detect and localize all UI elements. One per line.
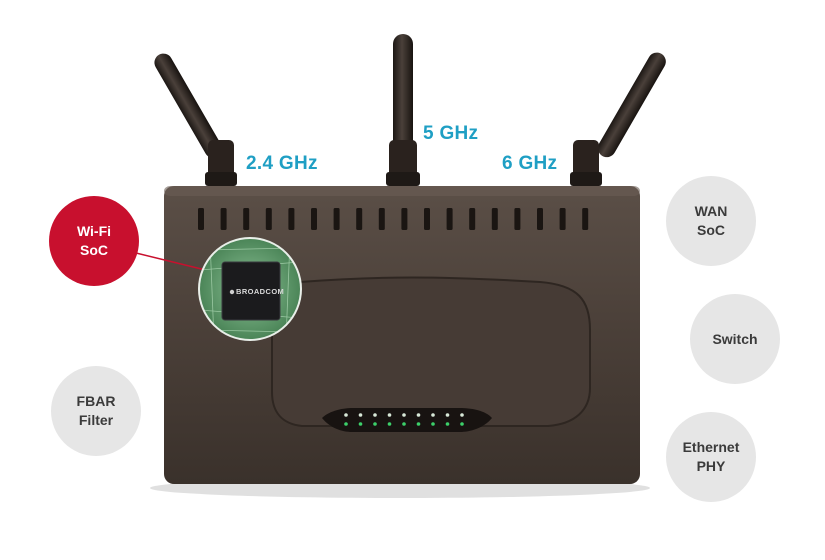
ethernet-line1: Ethernet	[683, 438, 740, 457]
vent-slot	[514, 208, 520, 230]
chip-brand-label: BROADCOM	[236, 287, 284, 296]
vent-slot	[221, 208, 227, 230]
led-light	[388, 422, 392, 426]
led-light	[344, 422, 348, 426]
vent-slot	[469, 208, 475, 230]
led-icon	[431, 413, 435, 417]
led-light	[417, 422, 421, 426]
band-label-5ghz: 5 GHz	[423, 123, 478, 145]
chip-magnifier: BROADCOM	[198, 237, 302, 341]
antenna-right	[570, 49, 669, 186]
ethernet-phy-bubble: Ethernet PHY	[666, 412, 756, 502]
vent-slot	[582, 208, 588, 230]
led-light	[402, 422, 406, 426]
vent-slot	[424, 208, 430, 230]
led-light	[359, 422, 363, 426]
wifi-soc-line1: Wi-Fi	[77, 222, 111, 241]
led-strip	[322, 408, 492, 432]
vent-slot	[537, 208, 543, 230]
vent-slot	[334, 208, 340, 230]
vent-slot	[356, 208, 362, 230]
led-icon	[417, 413, 421, 417]
led-light	[373, 422, 377, 426]
led-icon	[460, 413, 464, 417]
led-light	[446, 422, 450, 426]
fbar-line1: FBAR	[77, 392, 116, 411]
vent-slot	[266, 208, 272, 230]
switch-line1: Switch	[712, 330, 757, 349]
led-icon	[359, 413, 363, 417]
antenna-center	[386, 34, 420, 186]
wifi-soc-bubble: Wi-Fi SoC	[49, 196, 139, 286]
vent-slot	[401, 208, 407, 230]
wan-soc-line1: WAN	[695, 202, 728, 221]
led-icon	[388, 413, 392, 417]
led-light	[460, 422, 464, 426]
led-light	[431, 422, 435, 426]
wan-soc-bubble: WAN SoC	[666, 176, 756, 266]
fbar-line2: Filter	[79, 411, 113, 430]
vent-slot	[288, 208, 294, 230]
ethernet-line2: PHY	[697, 457, 726, 476]
led-icon	[344, 413, 348, 417]
led-icon	[446, 413, 450, 417]
fbar-filter-bubble: FBAR Filter	[51, 366, 141, 456]
vent-slot	[447, 208, 453, 230]
switch-bubble: Switch	[690, 294, 780, 384]
wifi-soc-line2: SoC	[80, 241, 108, 260]
led-icon	[373, 413, 377, 417]
vent-slot	[492, 208, 498, 230]
vent-slot	[311, 208, 317, 230]
antenna-left	[151, 50, 237, 186]
vent-slot	[243, 208, 249, 230]
vent-slot	[379, 208, 385, 230]
vent-slot	[198, 208, 204, 230]
wan-soc-line2: SoC	[697, 221, 725, 240]
band-label-6ghz: 6 GHz	[502, 153, 557, 175]
front-panel	[272, 278, 590, 427]
vent-slot	[560, 208, 566, 230]
band-label-2-4ghz: 2.4 GHz	[246, 153, 318, 175]
led-icon	[402, 413, 406, 417]
